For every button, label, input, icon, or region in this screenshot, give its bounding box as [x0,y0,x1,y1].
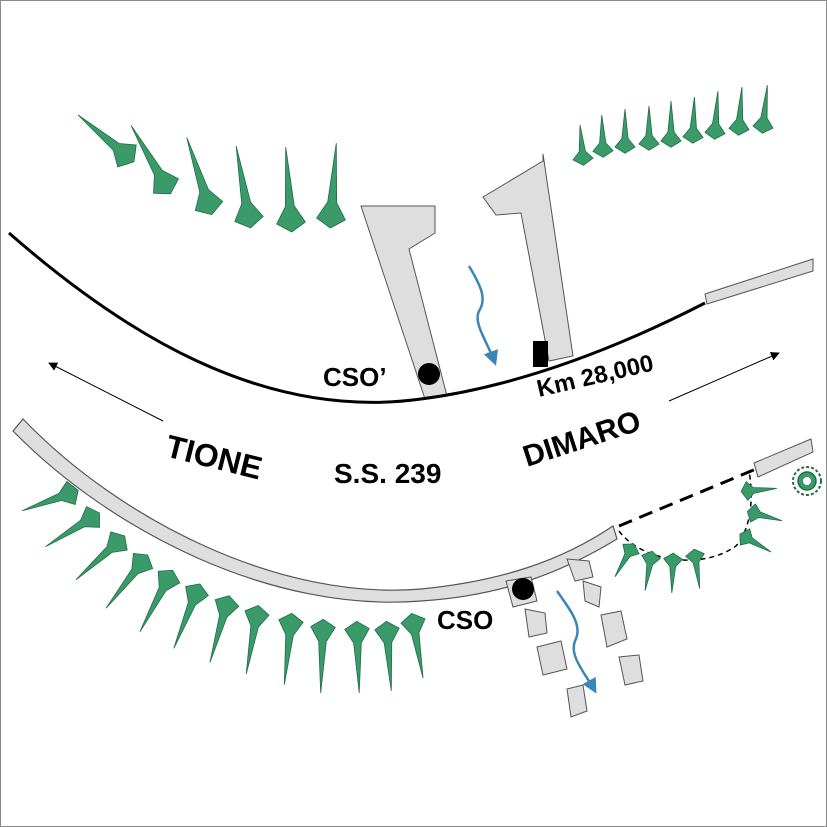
road-south-wall [12,418,618,603]
spike-tree-icon [139,569,181,632]
label-cso-upper: CSO’ [323,362,387,392]
label-direction-east: DIMARO [519,405,645,474]
spike-tree-icon [752,85,774,134]
spike-tree-icon [244,605,270,675]
dashed-turnout [618,470,752,561]
label-direction-west: TIONE [162,428,266,487]
label-road-name: S.S. 239 [334,458,441,489]
spike-tree-icon [186,137,224,216]
rock-icon [566,558,594,582]
direction-arrow-west-icon [48,362,164,422]
spike-tree-icon [374,620,400,691]
km-marker-post [533,341,548,367]
flow-arrow-lower-icon [555,590,597,694]
outlet-dot-upper-icon [418,363,440,385]
direction-arrow-east-icon [668,352,780,402]
roadside-curb-right-south [753,438,814,478]
flow-arrow-upper-icon [467,265,498,366]
label-cso-lower: CSO [437,605,493,635]
spike-tree-icon [704,91,726,140]
spike-tree-icon [105,553,154,609]
spike-tree-icon [344,620,370,694]
riprap-rocks [505,558,644,718]
rock-icon [582,580,602,608]
rock-icon [566,684,588,718]
spike-tree-icon [682,96,704,144]
spike-tree-icon [592,114,614,158]
roadside-curb-right [704,258,814,305]
spike-tree-icon [641,550,661,591]
upper-culvert-wall-right [482,153,574,362]
spike-tree-icon [572,125,594,166]
dashed-barrier [618,467,757,528]
spike-tree-icon [130,125,180,195]
spike-tree-icon [45,506,100,548]
outlet-dot-lower-icon [512,578,534,600]
spike-tree-icon [746,503,783,523]
rock-icon [618,654,644,686]
vegetation-group [21,85,783,694]
spike-tree-icon [173,583,209,649]
spike-tree-icon [310,618,336,694]
spike-tree-icon [685,548,705,589]
spike-tree-icon [614,543,640,577]
spike-tree-icon [316,143,346,229]
road-north-edge [8,231,706,404]
spike-tree-icon [234,146,264,229]
spike-tree-icon [728,87,750,136]
rock-icon [600,610,628,648]
spike-tree-icon [21,480,79,512]
spike-tree-icon [663,552,683,594]
rock-icon [524,608,548,638]
spike-tree-icon [660,100,682,148]
rock-icon [536,640,568,676]
shrub-icon [792,466,822,496]
spike-tree-icon [740,481,777,501]
spike-tree-icon [638,105,660,151]
spike-tree-icon [77,114,137,168]
spike-tree-icon [739,528,772,553]
spike-tree-icon [400,613,426,679]
spike-tree-icon [276,147,306,233]
spike-tree-icon [278,612,304,685]
spike-tree-icon [614,108,636,154]
spike-tree-icon [209,595,240,663]
spike-tree-icon [75,531,128,581]
